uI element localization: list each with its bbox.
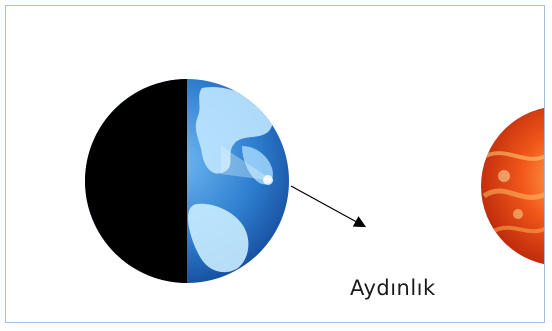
- earth-icon: [76, 66, 289, 306]
- sun-icon: [481, 106, 545, 266]
- diagram-canvas: [6, 6, 545, 323]
- arrow-icon: [291, 186, 364, 226]
- daylight-label: Aydınlık: [350, 276, 436, 300]
- diagram-frame: Aydınlık: [5, 5, 545, 323]
